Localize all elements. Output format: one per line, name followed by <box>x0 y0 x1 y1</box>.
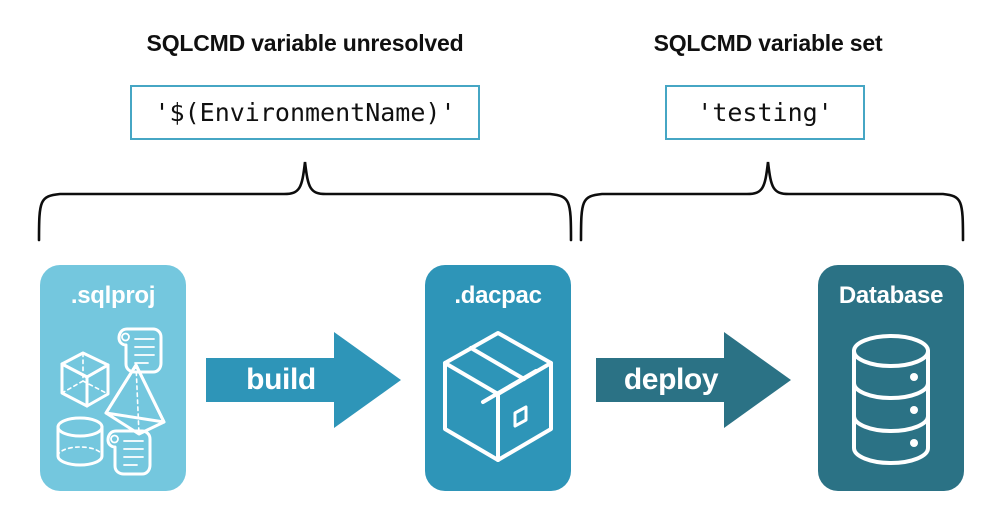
right-arrow-icon <box>596 332 791 428</box>
arrow-label-deploy: deploy <box>623 363 719 396</box>
database-cylinder-icon <box>852 334 930 465</box>
artifact-title-sqlproj: .sqlproj <box>70 282 156 309</box>
arrow-build: build <box>206 332 401 428</box>
package-box-icon <box>443 331 553 462</box>
artifact-box-database: Database <box>818 265 964 491</box>
code-box-environment-name: '$(EnvironmentName)' <box>130 85 480 140</box>
artifact-box-sqlproj: .sqlproj <box>40 265 186 491</box>
artifact-title-database: Database <box>838 282 944 309</box>
brace-left-icon <box>37 161 573 242</box>
artifact-box-dacpac: .dacpac <box>425 265 571 491</box>
arrow-label-build: build <box>246 363 316 396</box>
code-box-testing: 'testing' <box>665 85 865 140</box>
arrow-deploy: deploy <box>596 332 791 428</box>
section-label-unresolved: SQLCMD variable unresolved <box>146 30 464 56</box>
project-shapes-and-scripts-icon <box>56 327 166 476</box>
section-label-set: SQLCMD variable set <box>653 30 883 56</box>
brace-right-icon <box>579 161 965 242</box>
artifact-title-dacpac: .dacpac <box>454 282 542 309</box>
right-arrow-icon <box>206 332 401 428</box>
